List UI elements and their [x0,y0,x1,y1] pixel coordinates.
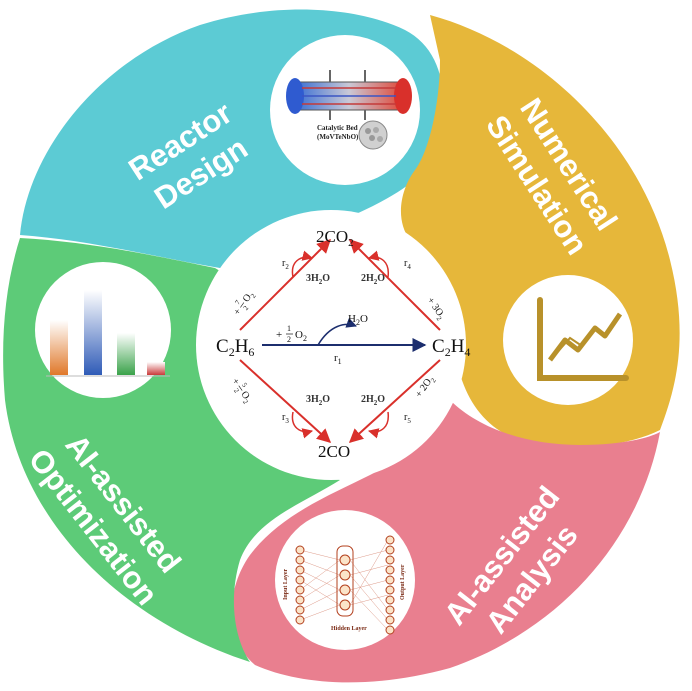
svg-text:+: + [229,376,241,387]
ethylene-label: C2H4 [432,336,470,359]
arrow-r5-water-branch [367,411,389,439]
output-layer-label: Output Layer [400,564,406,600]
seven-half-o2-label: + 7 2 O2 [232,289,258,318]
h2o-r2-label: 3H2O [306,273,330,286]
r2-label: r2 [282,258,289,271]
svg-text:5: 5 [240,381,249,389]
svg-text:2: 2 [232,387,241,395]
co2-label: 2CO2 [316,227,354,249]
h2o-r1-label: H2O [348,313,368,327]
input-layer-label: Input Layer [283,568,289,600]
line-chart-icon [503,275,633,405]
arrow-r1-water-branch [317,317,357,346]
svg-text:7: 7 [234,298,243,306]
svg-text:O2: O2 [295,329,307,343]
catalytic-bed-label: Catalytic Bed [317,124,358,132]
svg-text:2: 2 [287,335,291,344]
r4-label: r4 [404,258,411,271]
svg-text:+: + [232,306,244,317]
arrow-r2 [239,239,331,331]
reactor-icon: Catalytic Bed (MoVTeNbO) [270,35,420,185]
h2o-r4-label: 2H2O [361,273,385,286]
h2o-r5-label: 2H2O [361,394,385,407]
arrow-r4-water-branch [367,250,389,278]
arrow-r3-water-branch [291,411,314,439]
co-label: 2CO [318,442,350,461]
arrow-r2-water-branch [291,250,314,278]
svg-text:2: 2 [242,304,251,312]
five-half-o2-label: + 5 2 O2 [229,376,254,406]
bar-chart-icon [35,262,171,398]
svg-text:O2: O2 [241,289,258,306]
r5-label: r5 [404,412,411,425]
hidden-layer-label: Hidden Layer [331,626,367,632]
svg-text:1: 1 [287,324,291,333]
h2o-r3-label: 3H2O [306,394,330,407]
neural-network-icon: Input Layer Hidden Layer Output Layer [275,510,415,650]
r3-label: r3 [282,412,289,425]
svg-text:O2: O2 [237,389,254,406]
half-o2-label: + 1 2 O2 [276,324,307,344]
arrow-r3 [239,359,332,443]
arrow-r4 [349,239,441,331]
arrow-r5 [348,359,441,443]
ethane-label: C2H6 [216,336,254,359]
svg-text:+: + [276,329,282,341]
catalyst-formula-label: (MoVTeNbO) [317,133,359,141]
r1-label: r1 [334,352,342,366]
